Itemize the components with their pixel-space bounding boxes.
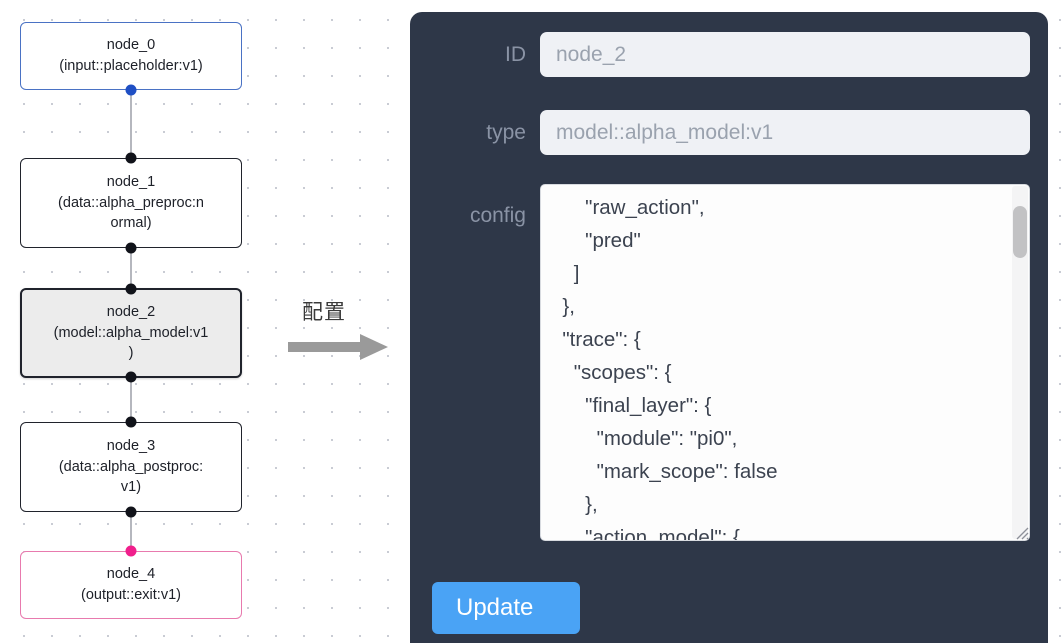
edge-node1-node2 — [130, 248, 132, 318]
id-input[interactable] — [540, 32, 1030, 77]
node-title: node_1 — [106, 174, 156, 191]
node-subtitle: (data::alpha_preproc:n — [58, 194, 204, 211]
node-title: node_0 — [106, 37, 156, 54]
node-subtitle-wrap: v1) — [120, 479, 142, 496]
node-handle-node_3-target[interactable] — [125, 416, 137, 428]
graph-node-node_0[interactable]: node_0 (input::placeholder:v1) — [20, 22, 242, 90]
node-handle-node_4-target[interactable] — [125, 545, 137, 557]
config-textarea-wrap: "raw_action", "pred" ] }, "trace": { "sc… — [540, 184, 1030, 541]
node-handle-node_2-source[interactable] — [125, 371, 137, 383]
field-row-id: ID — [420, 32, 1030, 77]
node-title: node_4 — [106, 566, 156, 583]
update-button[interactable]: Update — [432, 582, 580, 634]
node-subtitle: (output::exit:v1) — [81, 587, 181, 603]
config-annotation-label: 配置 — [302, 301, 346, 324]
node-subtitle-wrap: ormal) — [110, 215, 152, 232]
graph-node-node_2[interactable]: node_2 (model::alpha_model:v1 ) — [20, 288, 242, 378]
config-annotation: 配置 — [288, 296, 398, 366]
node-inspector-panel: ID type config "raw_action", "pred" ] },… — [410, 12, 1048, 643]
node-subtitle-wrap: ) — [128, 345, 134, 362]
edge-node0-node1 — [130, 90, 132, 158]
graph-node-node_4[interactable]: node_4 (output::exit:v1) — [20, 551, 242, 619]
graph-node-node_3[interactable]: node_3 (data::alpha_postproc: v1) — [20, 422, 242, 512]
node-handle-node_1-source[interactable] — [125, 242, 137, 254]
right-arrow-icon — [288, 334, 388, 360]
type-field-label: type — [486, 120, 526, 144]
node-handle-node_3-source[interactable] — [125, 506, 137, 518]
node-handle-node_1-target[interactable] — [125, 152, 137, 164]
id-field-label: ID — [505, 42, 526, 66]
field-row-type: type — [420, 110, 1030, 155]
resize-handle-icon[interactable] — [1012, 523, 1029, 540]
field-row-config: config "raw_action", "pred" ] }, "trace"… — [420, 184, 1030, 541]
node-handle-node_2-target[interactable] — [125, 283, 137, 295]
node-handle-node_0-source[interactable] — [125, 84, 137, 96]
node-subtitle: (model::alpha_model:v1 — [53, 324, 209, 341]
graph-node-node_1[interactable]: node_1 (data::alpha_preproc:n ormal) — [20, 158, 242, 248]
config-textarea[interactable]: "raw_action", "pred" ] }, "trace": { "sc… — [540, 184, 1030, 541]
node-subtitle: (input::placeholder:v1) — [59, 58, 203, 74]
edge-node2-node3 — [130, 376, 132, 444]
config-field-label: config — [469, 204, 526, 227]
node-title: node_3 — [106, 438, 156, 455]
type-input[interactable] — [540, 110, 1030, 155]
node-title: node_2 — [106, 304, 156, 321]
node-subtitle: (data::alpha_postproc: — [58, 458, 204, 475]
config-scrollbar-thumb[interactable] — [1013, 206, 1027, 258]
